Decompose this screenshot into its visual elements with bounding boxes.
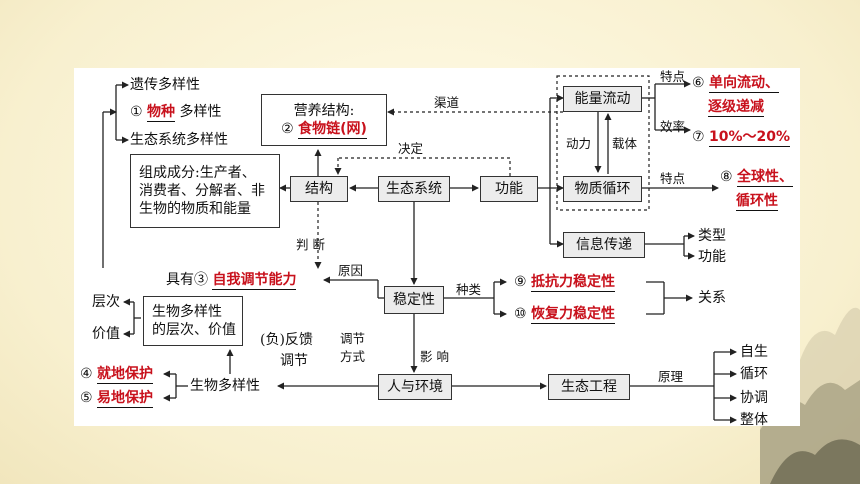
answer-9-text: 抵抗力稳定性	[531, 274, 616, 292]
answer-9-number: ⑨	[514, 274, 527, 290]
answer-8-line2: 循环性	[736, 193, 778, 211]
answer-5-number: ⑤	[80, 390, 93, 406]
efficiency-label: 效率	[660, 119, 686, 134]
answer-8-row: ⑧ 全球性、	[720, 168, 794, 187]
feature-label-1: 特点	[660, 69, 686, 84]
landscape-decoration	[760, 307, 860, 484]
principle-whole: 整体	[740, 412, 768, 428]
feedback-label-2: 调节	[280, 353, 308, 369]
answer-8-number: ⑧	[720, 169, 733, 185]
material-cycle-box: 物质循环	[563, 176, 642, 202]
answer-5-row: ⑤ 易地保护	[80, 389, 154, 408]
biodiversity-levels-box: 生物多样性 的层次、价值	[143, 296, 243, 346]
answer-3-row: 具有③ 自我调节能力	[166, 271, 297, 290]
channel-label: 渠道	[434, 95, 460, 110]
function-box: 功能	[480, 176, 538, 202]
components-box: 组成成分:生产者、 消费者、分解者、非 生物的物质和能量	[130, 154, 280, 228]
value-label: 价值	[92, 326, 120, 342]
answer-8-line2-row: 循环性	[736, 192, 778, 211]
level-label: 层次	[92, 294, 120, 310]
regulate-label-1: 调节	[340, 331, 366, 346]
answer-6-number: ⑥	[692, 75, 705, 91]
feature-label-2: 特点	[660, 171, 686, 186]
answer-10-number: ⑩	[514, 306, 527, 322]
function-label: 功能	[698, 249, 726, 265]
species-diversity-row: ① 物种 多样性	[130, 103, 222, 122]
answer-3-text: 自我调节能力	[212, 272, 297, 290]
judge-label: 判 断	[296, 237, 325, 252]
answer-6-line2-row: 逐级递减	[708, 98, 764, 117]
feedback-label-1: (负)反馈	[260, 332, 313, 348]
trophic-answer-row: ② 食物链(网)	[281, 120, 367, 139]
answer-7-row: ⑦ 10%～20%	[692, 128, 791, 147]
regulate-label-2: 方式	[340, 349, 366, 364]
answer-4-number: ④	[80, 366, 93, 382]
ecosystem-box: 生态系统	[378, 176, 450, 202]
answer-2-number: ②	[281, 121, 294, 137]
answer-3-prefix: 具有③	[166, 272, 208, 288]
stability-box: 稳定性	[384, 286, 444, 314]
decide-label: 决定	[398, 141, 424, 156]
answer-1-number: ①	[130, 104, 143, 120]
answer-2-text: 食物链(网)	[298, 121, 367, 139]
answer-1-text: 物种	[147, 104, 176, 122]
trophic-label: 营养结构:	[293, 103, 355, 119]
kind-label: 种类	[456, 282, 482, 297]
answer-4-text: 就地保护	[97, 366, 154, 384]
concept-map-panel	[74, 68, 800, 426]
principle-coordinate: 协调	[740, 390, 768, 406]
answer-10-row: ⑩ 恢复力稳定性	[514, 305, 616, 324]
answer-7-text: 10%～20%	[709, 129, 791, 147]
info-transfer-box: 信息传递	[563, 232, 645, 258]
answer-9-row: ⑨ 抵抗力稳定性	[514, 273, 616, 292]
influence-label: 影 响	[420, 349, 449, 364]
structure-box: 结构	[290, 176, 348, 202]
genetic-diversity-label: 遗传多样性	[130, 77, 200, 93]
species-suffix: 多样性	[179, 104, 222, 120]
answer-5-text: 易地保护	[97, 390, 154, 408]
biodiversity-label: 生物多样性	[190, 378, 260, 394]
principle-self-grow: 自生	[740, 344, 768, 360]
type-label: 类型	[698, 228, 726, 244]
answer-8-line1: 全球性、	[737, 169, 794, 187]
carrier-label: 载体	[612, 136, 638, 151]
principle-label: 原理	[658, 369, 684, 384]
answer-6-line2: 逐级递减	[708, 99, 764, 117]
answer-10-text: 恢复力稳定性	[531, 306, 616, 324]
eco-engineering-box: 生态工程	[548, 374, 630, 400]
answer-4-row: ④ 就地保护	[80, 365, 154, 384]
power-label: 动力	[566, 136, 592, 151]
principle-cycle: 循环	[740, 366, 768, 382]
human-environment-box: 人与环境	[378, 374, 452, 400]
trophic-structure-box: 营养结构: ② 食物链(网)	[261, 94, 387, 146]
answer-6-row: ⑥ 单向流动、	[692, 74, 780, 93]
answer-6-line1: 单向流动、	[709, 75, 780, 93]
answer-7-number: ⑦	[692, 129, 705, 145]
reason-label: 原因	[338, 263, 364, 278]
relation-label: 关系	[698, 290, 726, 306]
energy-flow-box: 能量流动	[563, 86, 642, 112]
ecosystem-diversity-label: 生态系统多样性	[130, 132, 228, 148]
